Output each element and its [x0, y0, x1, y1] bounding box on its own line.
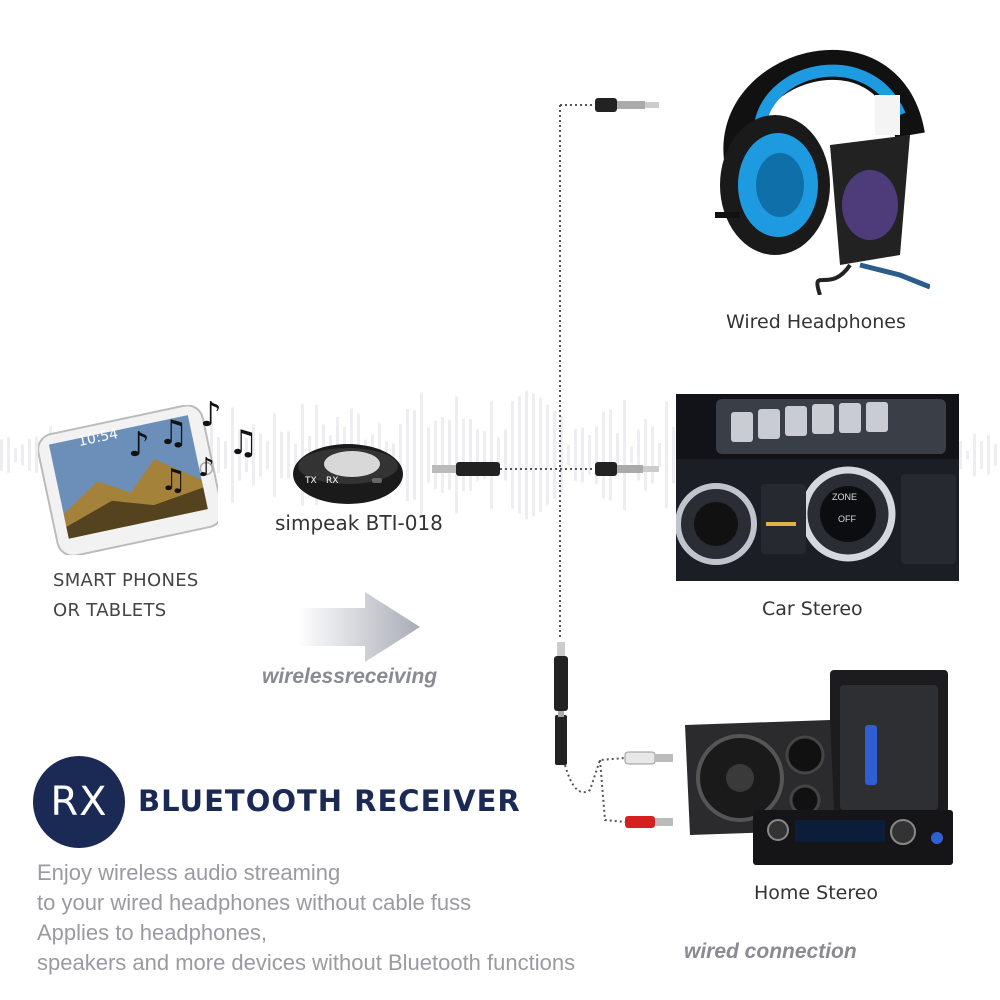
car-off-text: OFF [838, 514, 856, 524]
bluetooth-receiver-device [293, 444, 403, 504]
product-title: BLUETOOTH RECEIVER [138, 784, 521, 818]
wireless-label: wirelessreceiving [262, 665, 438, 688]
car-plug-icon [595, 462, 659, 476]
description-line-2: to your wired headphones without cable f… [37, 890, 472, 915]
receiver-plug-icon [432, 462, 500, 476]
output-label-car: Car Stereo [762, 598, 863, 620]
description-line-1: Enjoy wireless audio streaming [37, 860, 341, 885]
description-line-3: Applies to headphones, [37, 920, 267, 945]
music-notes-icon: ♪ ♫ ♪ ♫ ♪ ♫ [128, 395, 259, 498]
rx-badge: RX [33, 756, 125, 848]
source-label-line1: SMART PHONES [53, 570, 199, 591]
car-zone-text: ZONE [832, 492, 858, 502]
source-label-line2: OR TABLETS [53, 600, 167, 621]
source-label: SMART PHONES OR TABLETS [53, 566, 199, 626]
adapter-plug-icon [554, 642, 568, 765]
headphone-plug-icon [595, 98, 659, 112]
smartphone-icon [38, 405, 218, 555]
receiver-port-tx: TX [305, 476, 317, 486]
home-stereo-image [685, 670, 953, 865]
rca-cable [564, 757, 626, 823]
rca-white-plug-icon [624, 751, 673, 765]
wired-label: wired connection [684, 940, 857, 963]
rca-red-plug-icon [625, 816, 673, 828]
receiver-port-rx: RX [326, 476, 339, 486]
description-line-4: speakers and more devices without Blueto… [37, 950, 576, 975]
output-label-home: Home Stereo [754, 882, 879, 904]
car-stereo-image: ZONE OFF [676, 394, 959, 581]
output-label-headphones: Wired Headphones [726, 311, 906, 333]
wireless-arrow-icon [298, 592, 420, 662]
receiver-name: simpeak BTI-018 [275, 511, 443, 535]
wired-headphones-image [715, 49, 930, 295]
